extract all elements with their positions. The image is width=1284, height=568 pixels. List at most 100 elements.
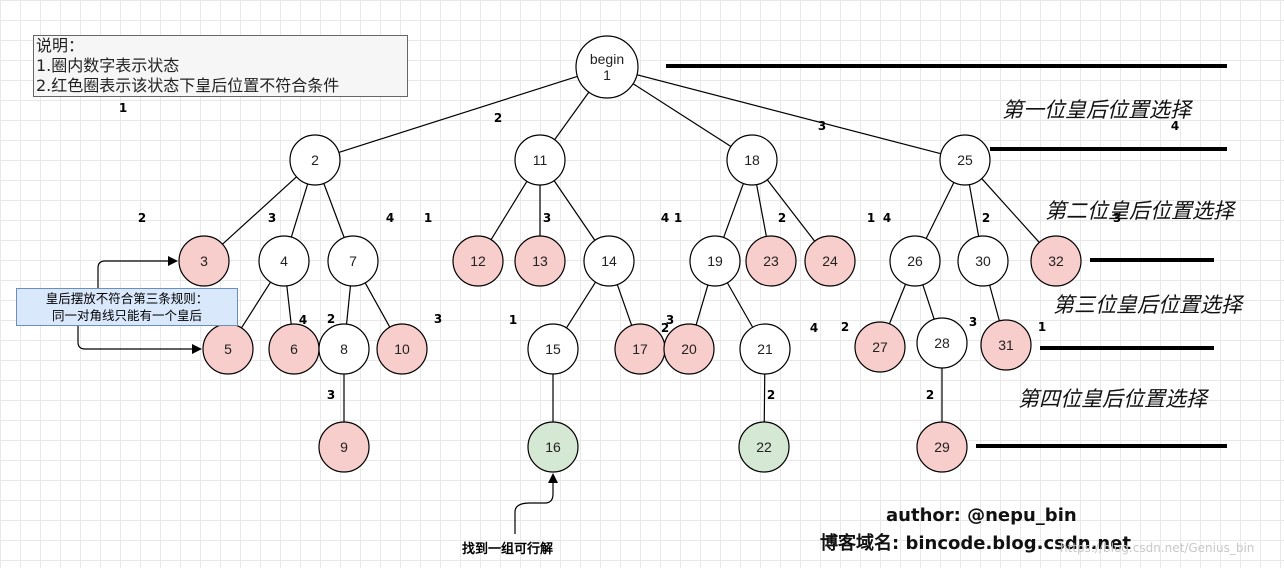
edge-4-5: [240, 281, 272, 329]
state-node-label-22: 22: [756, 439, 772, 455]
state-node-label-10: 10: [394, 341, 410, 357]
edge-18-23: [756, 184, 767, 237]
edge-label-7-8: 2: [327, 312, 335, 326]
legend-title: 说明：: [36, 36, 85, 55]
state-node-9: 9: [318, 421, 370, 473]
state-node-19: 19: [689, 235, 741, 287]
edge-label-18-24: 4: [883, 211, 891, 225]
edge-label-25-26: 1: [867, 211, 875, 225]
state-node-label-30: 30: [975, 253, 991, 269]
state-node-label-13: 13: [532, 253, 548, 269]
edge-label-begin-18: 3: [818, 119, 826, 133]
state-node-circle-14: [583, 235, 635, 287]
edge-2-7: [323, 183, 345, 238]
state-node-30: 30: [957, 235, 1009, 287]
state-node-circle-24: [804, 235, 856, 287]
state-node-18: 18: [726, 134, 778, 186]
state-node-label-8: 8: [340, 341, 348, 357]
state-node-label-7: 7: [349, 253, 357, 269]
edge-label-28-29: 2: [926, 388, 934, 402]
legend-line-2: 2.红色圈表示该状态下皇后位置不符合条件: [36, 76, 340, 95]
edge-label-18-23: 2: [778, 211, 786, 225]
state-node-10: 10: [376, 323, 428, 375]
state-node-16: 16: [527, 421, 579, 473]
edge-label-11-13: 3: [543, 211, 551, 225]
edge-label-2-3: 2: [138, 211, 146, 225]
state-node-label-32: 32: [1048, 253, 1064, 269]
state-node-23: 23: [745, 235, 797, 287]
arrow-note-to-node-5: [77, 326, 202, 354]
edge-14-15: [565, 281, 597, 329]
edge-label-7-10: 3: [434, 312, 442, 326]
solution-label: 找到一组可行解: [462, 542, 554, 557]
edge-begin-2: [338, 74, 584, 153]
state-node-circle-4: [258, 235, 310, 287]
state-node-24: 24: [804, 235, 856, 287]
state-node-label-begin-0: begin: [590, 51, 624, 67]
edge-26-27: [888, 283, 907, 325]
edge-label-11-12: 1: [424, 211, 432, 225]
state-node-circle-2: [289, 134, 341, 186]
edge-30-31: [989, 284, 1000, 322]
state-node-8: 8: [318, 323, 370, 375]
state-node-6: 6: [268, 323, 320, 375]
edge-2-3: [222, 176, 297, 245]
edge-label-19-20: 2: [661, 321, 669, 335]
state-node-circle-26: [889, 235, 941, 287]
state-node-label-29: 29: [934, 439, 950, 455]
rule-note-line-1: 皇后摆放不符合第三条规则：: [45, 291, 209, 306]
edge-label-26-28: 3: [969, 315, 977, 329]
edge-begin-25: [631, 72, 941, 155]
state-node-label-25: 25: [957, 152, 973, 168]
watermark-text: https://blog.csdn.net/Genius_bin: [1060, 541, 1255, 555]
edge-label-2-4: 3: [268, 211, 276, 225]
edge-label-18-19: 1: [674, 211, 682, 225]
state-node-label-17: 17: [632, 341, 648, 357]
state-node-circle-8: [318, 323, 370, 375]
edge-11-14: [553, 180, 596, 241]
state-node-20: 20: [663, 323, 715, 375]
state-node-circle-7: [327, 235, 379, 287]
level-caption-2: 第二位皇后位置选择: [1045, 199, 1237, 223]
edge-25-32: [981, 178, 1040, 243]
edge-14-17: [616, 284, 633, 326]
edge-label-30-31: 1: [1038, 320, 1046, 334]
state-node-circle-11: [514, 134, 566, 186]
state-node-13: 13: [514, 235, 566, 287]
state-node-25: 25: [939, 134, 991, 186]
state-node-label-23: 23: [763, 253, 779, 269]
state-node-label-2: 2: [311, 152, 319, 168]
state-node-7: 7: [327, 235, 379, 287]
state-node-circle-28: [916, 317, 968, 369]
state-node-22: 22: [738, 421, 790, 473]
level-caption-4: 第四位皇后位置选择: [1018, 387, 1210, 411]
edge-7-10: [364, 282, 391, 328]
edge-7-8: [345, 285, 352, 325]
state-node-circle-29: [916, 421, 968, 473]
state-node-label-28: 28: [934, 335, 950, 351]
state-node-5: 5: [202, 323, 254, 375]
edge-label-25-32: 3: [1113, 211, 1121, 225]
state-node-26: 26: [889, 235, 941, 287]
state-node-4: 4: [258, 235, 310, 287]
edge-26-28: [922, 284, 935, 320]
state-node-label-27: 27: [872, 339, 888, 355]
state-node-label-4: 4: [280, 253, 288, 269]
state-node-circle-31: [980, 319, 1032, 371]
state-node-circle-begin: [575, 35, 639, 99]
state-node-label-3: 3: [200, 253, 208, 269]
state-node-31: 31: [980, 319, 1032, 371]
state-node-11: 11: [514, 134, 566, 186]
author-label: author: @nepu_bin: [886, 505, 1077, 526]
state-node-17: 17: [614, 323, 666, 375]
state-node-circle-22: [738, 421, 790, 473]
state-node-29: 29: [916, 421, 968, 473]
edge-label-11-14: 4: [661, 211, 669, 225]
state-node-label-21: 21: [757, 341, 773, 357]
state-node-circle-9: [318, 421, 370, 473]
